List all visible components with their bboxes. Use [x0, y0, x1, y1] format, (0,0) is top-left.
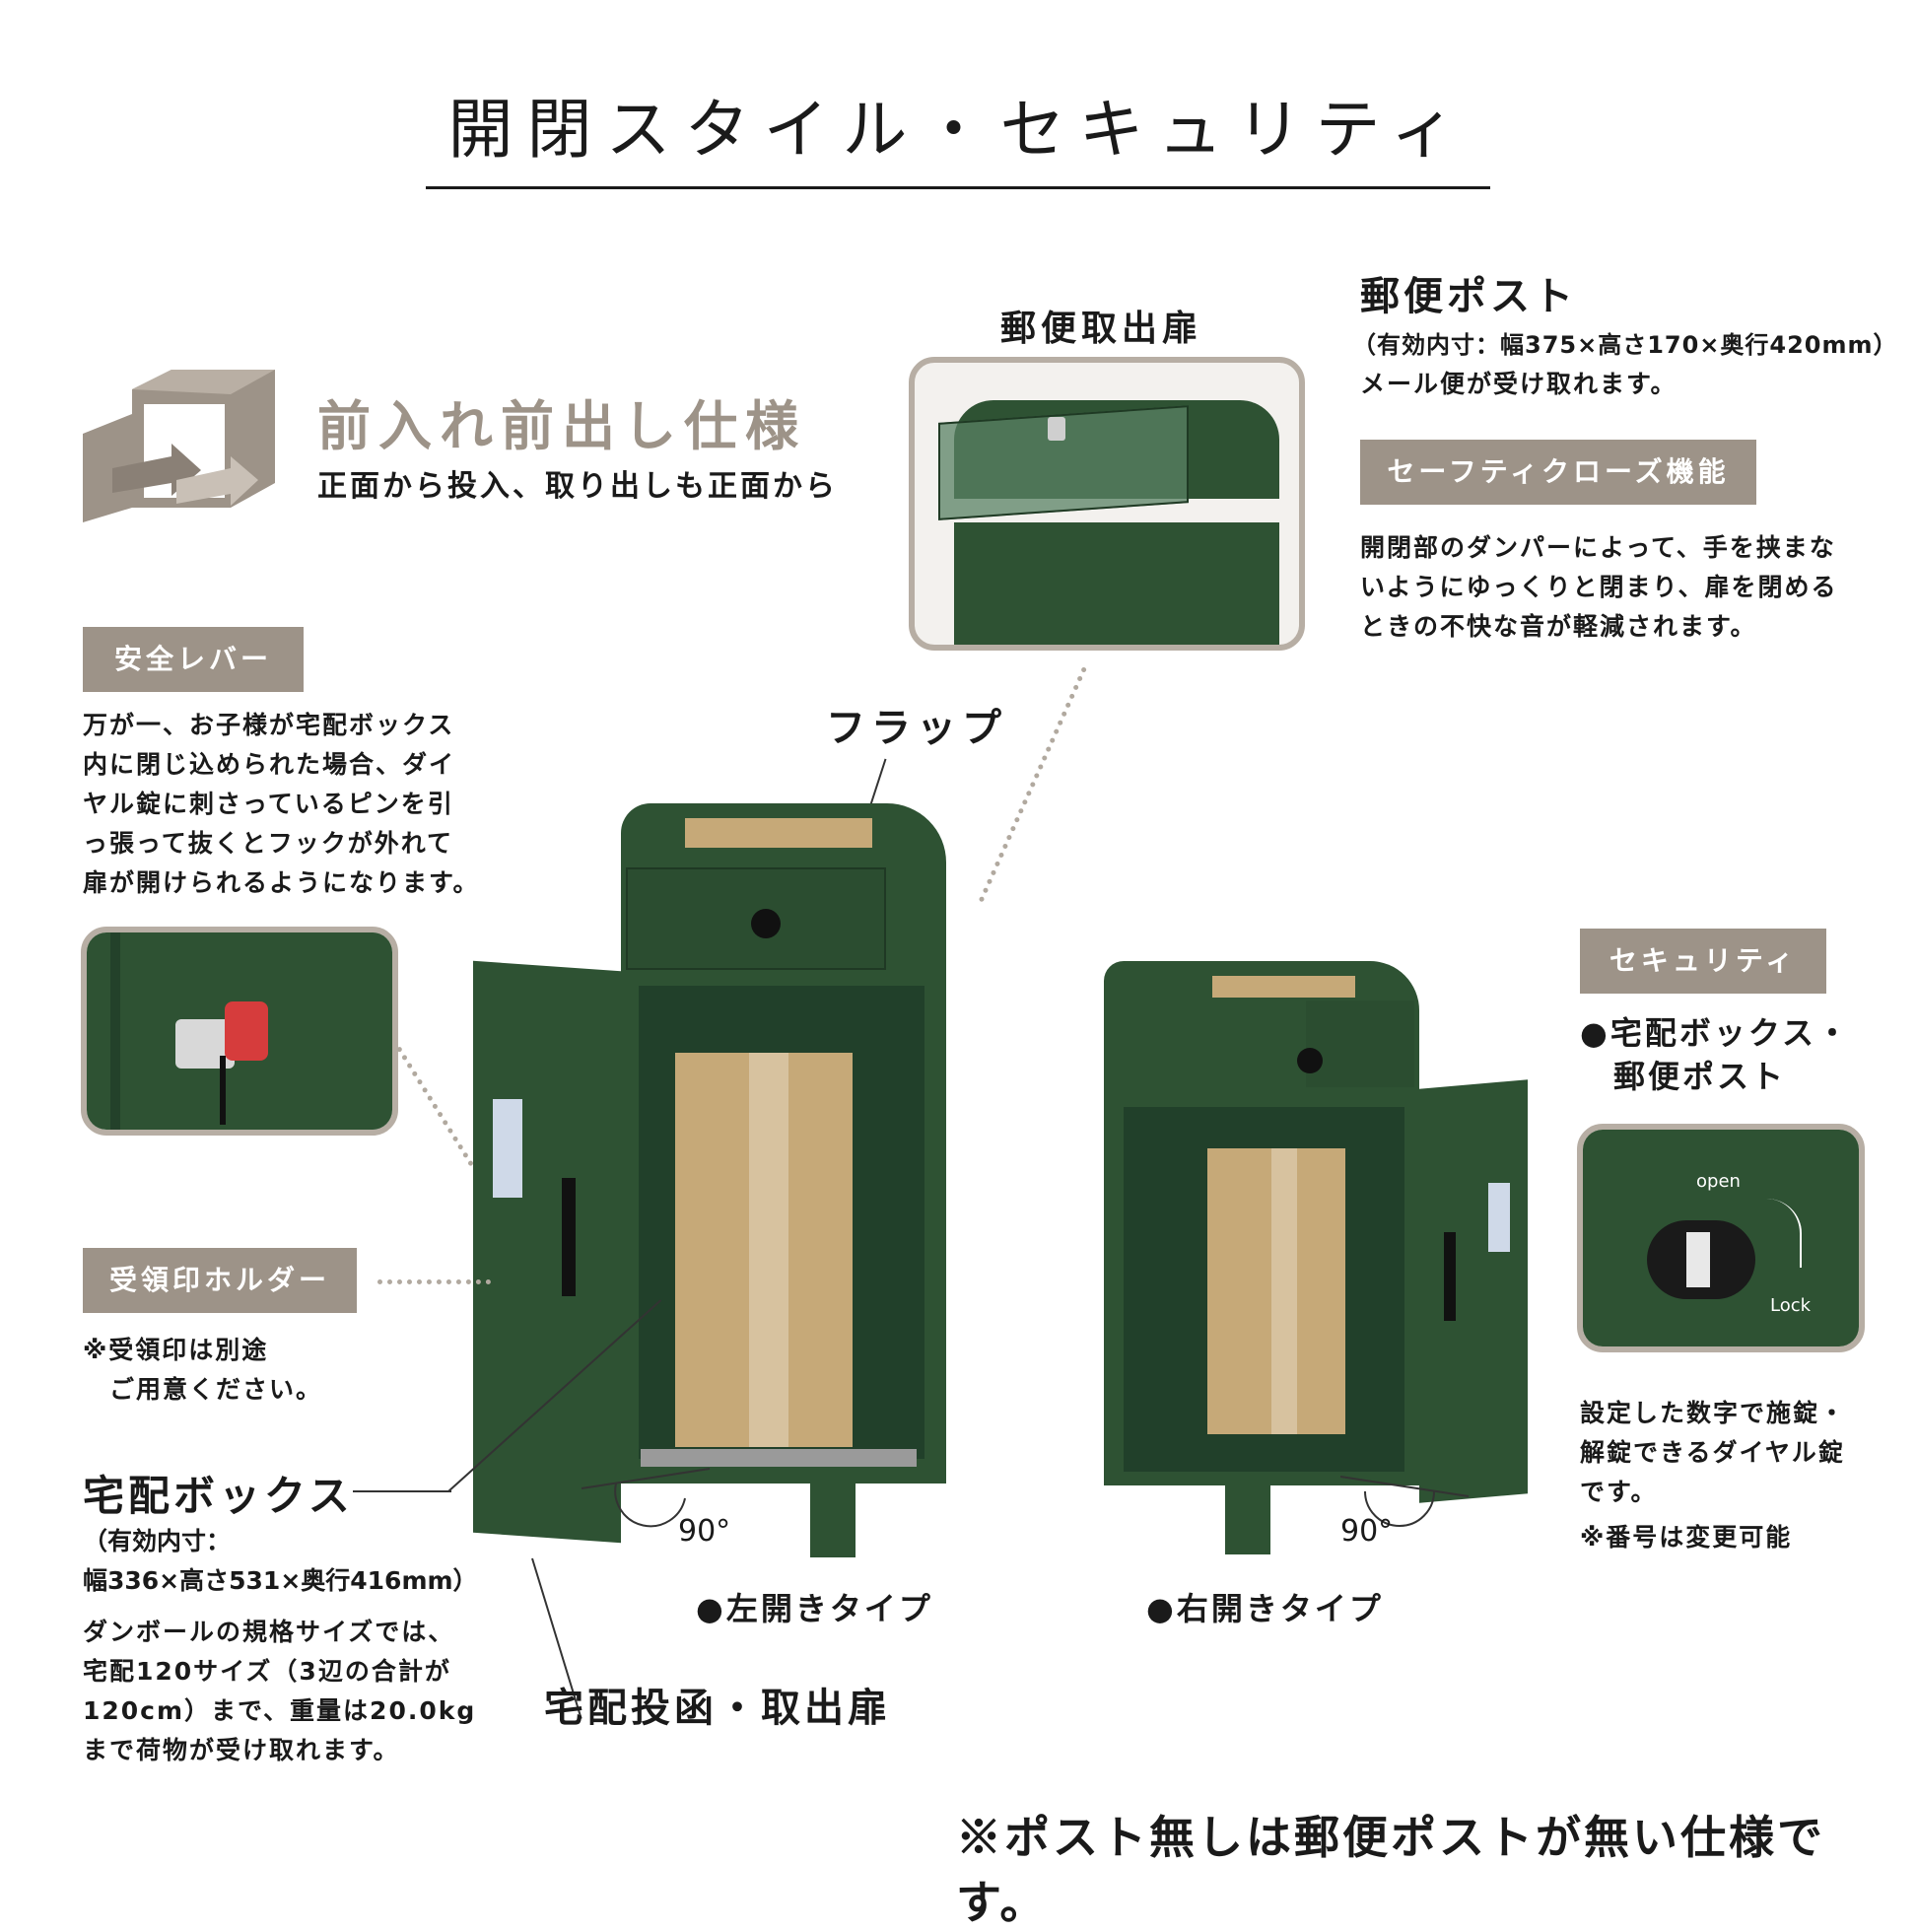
lock-open-label: open — [1696, 1171, 1741, 1192]
safety-lever-desc: 万が一、お子様が宅配ボックス 内に閉じ込められた場合、ダイ ヤル錠に刺さっている… — [83, 706, 480, 903]
right-open-type: ●右開きタイプ — [1146, 1590, 1384, 1627]
security-desc-line: です。 — [1580, 1478, 1658, 1506]
delivery-box-dims: （有効内寸： 幅336×高さ531×奥行416mm） — [83, 1522, 478, 1601]
safety-lever-line: ヤル錠に刺さっているピンを引 — [83, 790, 454, 818]
safe-close-line: 開閉部のダンパーによって、手を挟まな — [1360, 533, 1836, 562]
safety-lever-line: 扉が開けられるようになります。 — [83, 868, 480, 897]
dial-lock-photo: open Lock — [1577, 1124, 1865, 1352]
angle-right-label: 90° — [1340, 1514, 1394, 1549]
safety-lever-line: っ張って抜くとフックが外れて — [83, 829, 454, 858]
security-item: ●宅配ボックス・ — [1580, 1014, 1851, 1052]
safe-close-desc: 開閉部のダンパーによって、手を挟まな いようにゆっくりと閉まり、扉を閉める とき… — [1360, 528, 1838, 647]
safety-lever-photo — [81, 927, 398, 1136]
stamp-holder-line: ※受領印は別途 — [83, 1336, 269, 1364]
delivery-door-label: 宅配投函・取出扉 — [544, 1686, 891, 1731]
angle-right-arc — [1335, 1467, 1473, 1536]
footer-note: ※ポスト無しは郵便ポストが無い仕様です。 — [956, 1811, 1825, 1929]
lock-lock-label: Lock — [1770, 1295, 1812, 1316]
mail-door-photo — [909, 357, 1305, 651]
left-open-product — [463, 789, 1055, 1557]
safety-lever-line: 内に閉じ込められた場合、ダイ — [83, 750, 456, 779]
security-items: ●宅配ボックス・ 郵便ポスト — [1580, 1011, 1851, 1098]
mailbox-heading: 郵便ポスト — [1360, 274, 1577, 319]
safe-close-line: ときの不快な音が軽減されます。 — [1360, 612, 1757, 641]
angle-left-label: 90° — [678, 1514, 731, 1549]
delivery-box-dims-line: 幅336×高さ531×奥行416mm） — [83, 1566, 478, 1595]
security-desc-line: 解錠できるダイヤル錠 — [1580, 1438, 1845, 1467]
front-spec-subtext: 正面から投入、取り出しも正面から — [317, 469, 838, 504]
security-note: ※番号は変更可能 — [1580, 1523, 1793, 1552]
delivery-box-desc-line: 120cm）まで、重量は20.0kg — [83, 1696, 477, 1725]
safe-close-tag: セーフティクローズ機能 — [1360, 440, 1756, 505]
security-desc-line: 設定した数字で施錠・ — [1580, 1399, 1847, 1427]
safety-lever-line: 万が一、お子様が宅配ボックス — [83, 711, 455, 739]
mailbox-dims: （有効内寸：幅375×高さ170×奥行420mm） — [1352, 331, 1898, 359]
stamp-holder-leader — [377, 1279, 491, 1284]
delivery-box-heading: 宅配ボックス — [83, 1472, 354, 1520]
front-spec-heading: 前入れ前出し仕様 — [317, 395, 806, 457]
stamp-holder-note: ※受領印は別途 ご用意ください。 — [83, 1331, 322, 1410]
delivery-box-leader — [353, 1490, 451, 1492]
security-item: 郵便ポスト — [1613, 1058, 1787, 1095]
security-desc: 設定した数字で施錠・ 解錠できるダイヤル錠 です。 — [1580, 1394, 1846, 1512]
left-open-type: ●左開きタイプ — [696, 1590, 933, 1627]
delivery-box-desc-line: まで荷物が受け取れます。 — [83, 1736, 400, 1764]
stamp-holder-line: ご用意ください。 — [83, 1375, 323, 1404]
angle-left-arc — [577, 1459, 715, 1528]
safety-lever-tag: 安全レバー — [83, 627, 304, 692]
flap-label: フラップ — [826, 706, 1007, 751]
mail-door-label: 郵便取出扉 — [1000, 309, 1203, 349]
mailbox-desc: メール便が受け取れます。 — [1360, 370, 1677, 398]
page-title: 開閉スタイル・セキュリティ — [447, 92, 1470, 168]
title-divider — [426, 186, 1490, 189]
stamp-holder-tag: 受領印ホルダー — [83, 1248, 357, 1313]
safe-close-line: いようにゆっくりと閉まり、扉を閉める — [1360, 573, 1838, 601]
right-open-product — [1104, 961, 1547, 1562]
delivery-box-desc: ダンボールの規格サイズでは、 宅配120サイズ（3辺の合計が 120cm）まで、… — [83, 1613, 476, 1770]
security-tag: セキュリティ — [1580, 929, 1826, 994]
box-arrows-icon — [83, 370, 280, 522]
delivery-box-desc-line: ダンボールの規格サイズでは、 — [83, 1618, 455, 1646]
delivery-box-desc-line: 宅配120サイズ（3辺の合計が — [83, 1657, 451, 1686]
delivery-box-dims-line: （有効内寸： — [83, 1527, 232, 1555]
